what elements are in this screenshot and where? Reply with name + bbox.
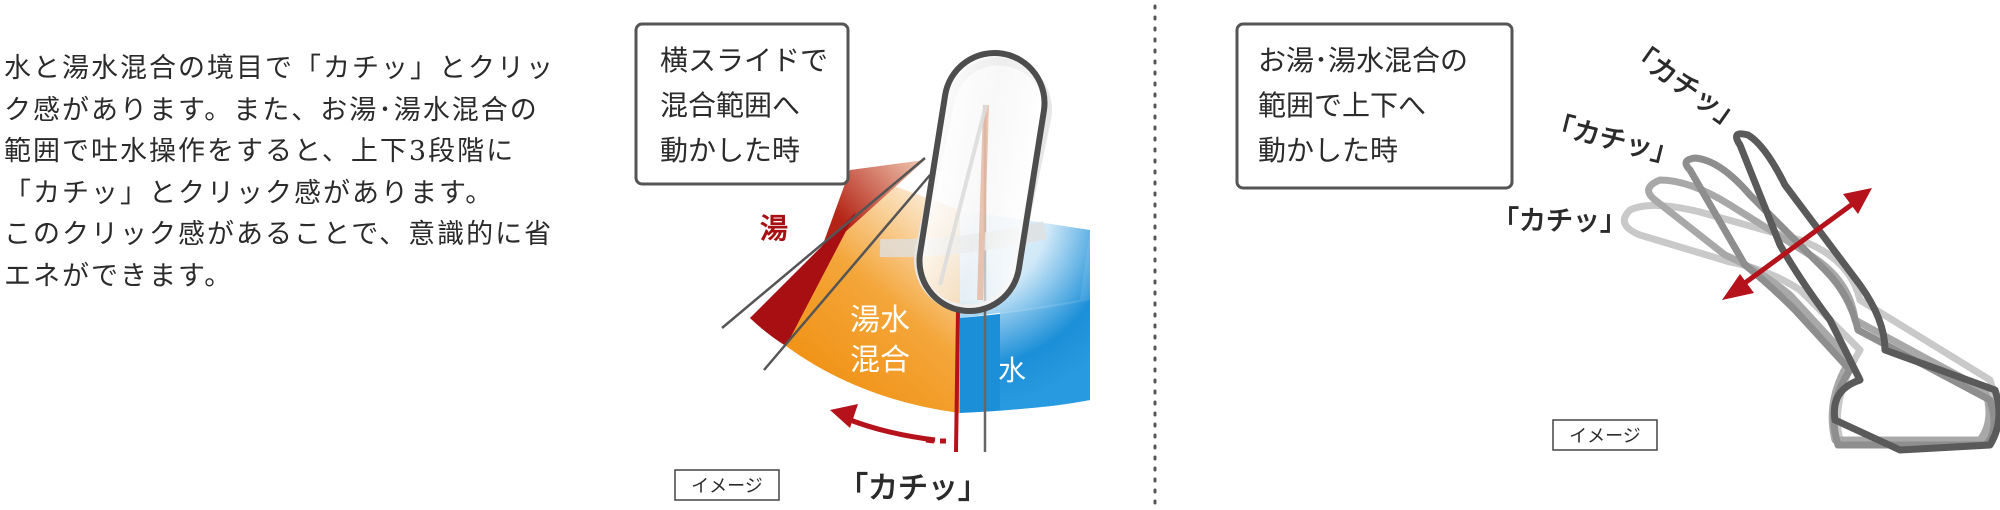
lever-inner-line-2	[938, 104, 988, 286]
slide-arrow	[844, 415, 936, 443]
mix-label-line-1: 湯水	[850, 303, 910, 338]
right-image-note-box	[1552, 419, 1658, 451]
lever-position-lowest	[1620, 201, 1998, 444]
lever-position-mid	[1682, 154, 1998, 449]
updown-arrow-shaft	[1736, 197, 1860, 291]
left-callout-box	[634, 22, 850, 186]
left-image-note: イメージ	[691, 476, 763, 497]
hot-label: 湯	[760, 212, 788, 245]
right-click-label-middle: 「カチッ」	[1543, 108, 1682, 172]
updown-arrowhead-top	[1843, 188, 1872, 214]
boundary-line-1	[721, 157, 926, 329]
right-click-label-bottom: 「カチッ」	[1492, 205, 1627, 237]
lever-position-top	[1732, 130, 2000, 454]
boundary-line-2	[763, 174, 931, 371]
description-text: 水と湯水混合の境目で「カチッ」とクリック感があります。また、お湯･湯水混合の範囲…	[4, 48, 564, 297]
water-label: 水	[998, 354, 1026, 387]
right-callout-line-2: 範囲で上下へ	[1258, 89, 1426, 122]
slide-arrowhead	[830, 404, 858, 428]
left-callout-line-2: 混合範囲へ	[660, 89, 800, 122]
right-image-note: イメージ	[1569, 426, 1641, 447]
description-paragraph-1: 水と湯水混合の境目で「カチッ」とクリック感があります。また、お湯･湯水混合の範囲…	[4, 53, 555, 209]
slide-arrow-dash-1	[925, 437, 935, 444]
description-paragraph-2: このクリック感があることで、意識的に省エネができます。	[4, 219, 554, 292]
right-callout-line-1: お湯･湯水混合の	[1258, 44, 1468, 77]
left-callout-line-3: 動かした時	[660, 134, 800, 167]
hot-region-dark	[750, 212, 856, 346]
left-callout-line-1: 横スライドで	[660, 44, 828, 77]
left-diagram: 横スライドで 混合範囲へ 動かした時 湯 湯水 混合 水 「カチッ」 イメージ	[634, 22, 1090, 506]
updown-arrowhead-bottom	[1722, 274, 1754, 300]
right-callout-box	[1235, 22, 1514, 190]
right-callout-line-3: 動かした時	[1258, 134, 1398, 167]
left-image-note-box	[674, 469, 780, 501]
lever-inner-line	[977, 104, 989, 301]
left-click-label: 「カチッ」	[838, 471, 988, 506]
right-click-label-top: 「カチッ」	[1621, 35, 1750, 139]
water-region-fade	[1000, 230, 1090, 410]
right-diagram: お湯･湯水混合の 範囲で上下へ 動かした時 「カチッ」 「カチッ」 「カチッ」 …	[1235, 22, 2000, 454]
mix-label-line-2: 混合	[850, 343, 910, 378]
click-position-line	[954, 309, 960, 453]
